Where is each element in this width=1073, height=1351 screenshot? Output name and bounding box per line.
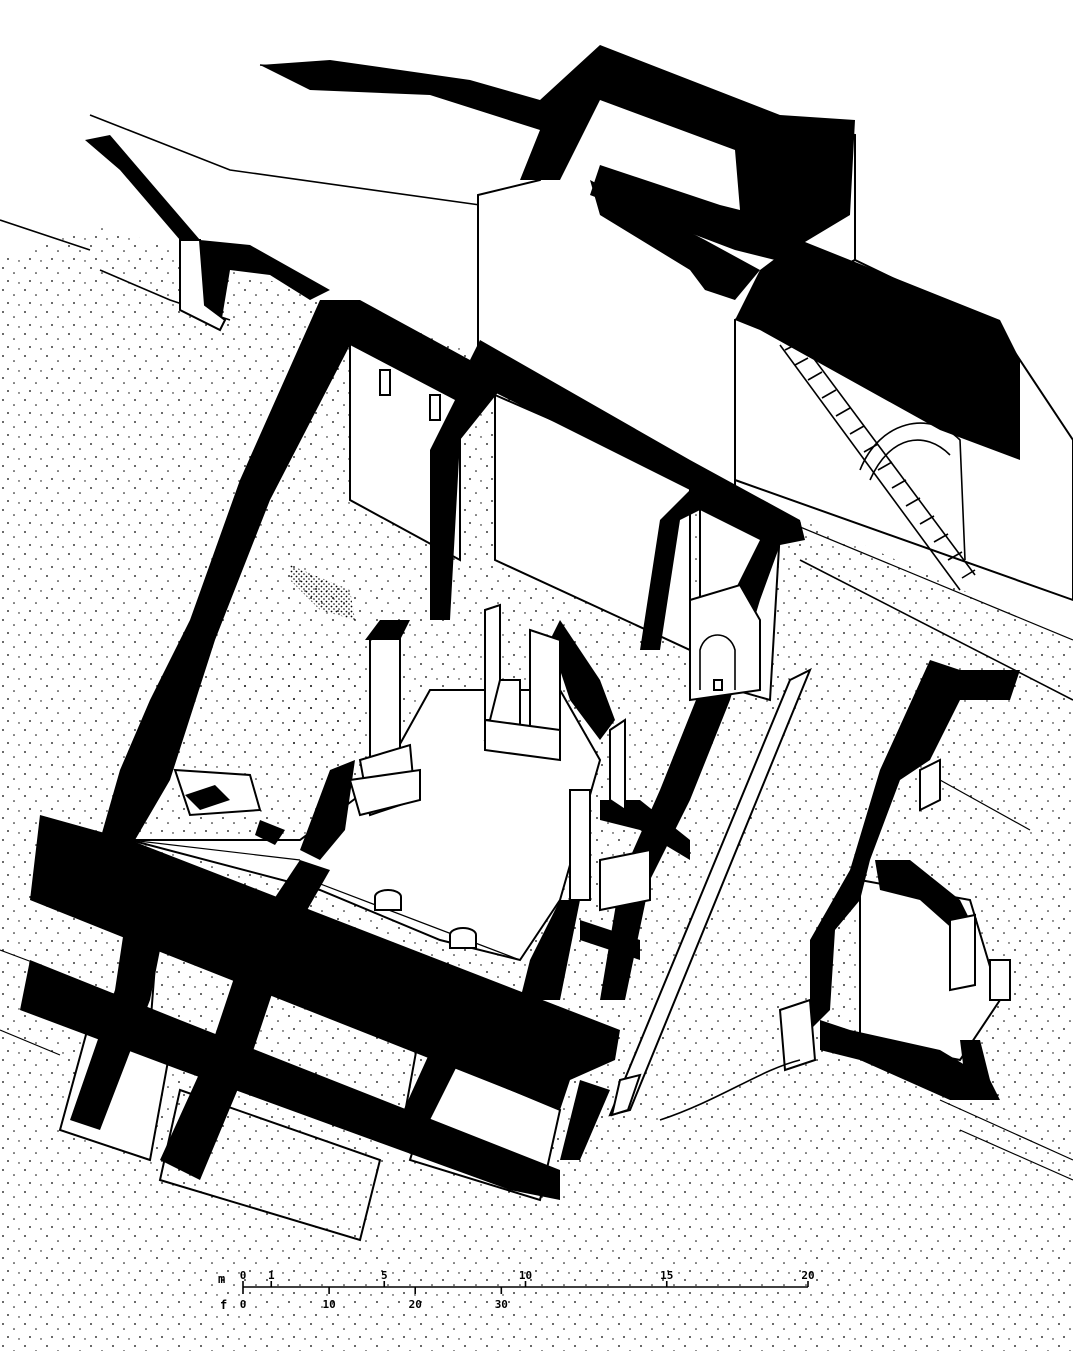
pier-left [348, 620, 421, 817]
metric-tick-label: 20 [801, 1269, 814, 1282]
column-base [449, 927, 477, 949]
imperial-ticks: 0 10 20 30 [240, 1287, 508, 1311]
foreground-rooms [0, 815, 620, 1242]
metric-tick-label: 10 [519, 1269, 532, 1282]
imperial-tick-label: 0 [240, 1298, 247, 1311]
imperial-tick-label: 20 [409, 1298, 422, 1311]
arched-niche [689, 583, 761, 702]
imperial-tick-label: 10 [322, 1298, 335, 1311]
courtyard-building [100, 300, 805, 1000]
staircase [779, 339, 976, 591]
metric-tick-label: 1 [268, 1269, 275, 1282]
left-wall-fragment [85, 135, 330, 332]
metric-tick-label: 5 [381, 1269, 388, 1282]
imperial-unit-label: f [220, 1298, 227, 1312]
corridor-wall [608, 667, 812, 1121]
rear-building [260, 45, 1073, 641]
right-building [778, 660, 1073, 1181]
imperial-tick-label: 30 [495, 1298, 508, 1311]
metric-unit-label: m [218, 1272, 225, 1286]
metric-tick-label: 0 [240, 1269, 247, 1282]
metric-tick-label: 15 [660, 1269, 673, 1282]
pier-center [483, 603, 561, 762]
pier-right [569, 718, 651, 912]
column-base [374, 889, 402, 911]
